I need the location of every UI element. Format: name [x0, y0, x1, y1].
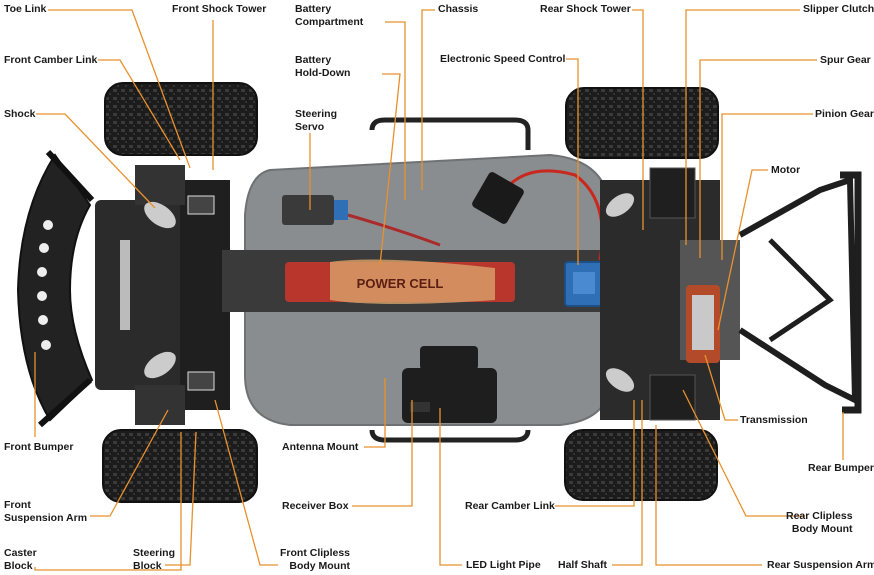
battery-connector [472, 172, 524, 224]
label-rear-camber-link: Rear Camber Link [465, 500, 555, 512]
label-battery-hold-down: Battery Hold-Down [295, 54, 351, 79]
label-chassis: Chassis [438, 3, 479, 15]
label-caster-block: Caster Block [4, 547, 37, 572]
tire-rear-bottom [564, 429, 718, 501]
battery-print: POWER CELL [357, 276, 444, 291]
label-rear-bumper: Rear Bumper [808, 462, 874, 474]
rear-bumper-shape [738, 171, 862, 414]
label-rear-shock-tower: Rear Shock Tower [540, 3, 631, 15]
label-receiver-box: Receiver Box [282, 500, 349, 512]
label-rear-suspension-arm: Rear Suspension Arm [767, 559, 874, 571]
tire-front-top [104, 82, 258, 156]
battery-pack: POWER CELL [285, 259, 515, 304]
label-front-shock-tower: Front Shock Tower [172, 3, 267, 15]
label-shock: Shock [4, 108, 36, 120]
label-rear-clipless-body-mount: Rear Clipless Body Mount [786, 510, 853, 535]
leader-lines [34, 9, 844, 571]
front-bumper-shape [16, 149, 95, 428]
receiver-box-unit [402, 346, 497, 423]
servo-unit [282, 195, 348, 225]
motor-unit [686, 285, 720, 363]
label-half-shaft: Half Shaft [558, 559, 608, 571]
tire-front-bottom [102, 429, 258, 503]
label-front-suspension-arm: Front Suspension Arm [4, 499, 88, 524]
label-spur-gear: Spur Gear [820, 54, 871, 66]
label-battery-compartment: Battery Compartment [295, 3, 364, 28]
label-slipper-clutch: Slipper Clutch [803, 3, 874, 15]
label-front-bumper: Front Bumper [4, 441, 74, 453]
label-front-camber-link: Front Camber Link [4, 54, 98, 66]
label-antenna-mount: Antenna Mount [282, 441, 359, 453]
label-electronic-speed-control: Electronic Speed Control [440, 53, 566, 65]
label-motor: Motor [771, 164, 801, 176]
label-led-light-pipe: LED Light Pipe [466, 559, 541, 571]
label-pinion-gear: Pinion Gear [815, 108, 874, 120]
front-suspension [95, 165, 230, 425]
label-steering-servo: Steering Servo [295, 108, 338, 133]
label-toe-link: Toe Link [4, 3, 47, 15]
esc-unit [564, 261, 606, 307]
label-front-clipless-body-mount: Front Clipless Body Mount [280, 547, 351, 572]
label-transmission: Transmission [740, 414, 808, 426]
label-steering-block: Steering Block [133, 547, 176, 572]
tire-rear-top [565, 87, 719, 159]
